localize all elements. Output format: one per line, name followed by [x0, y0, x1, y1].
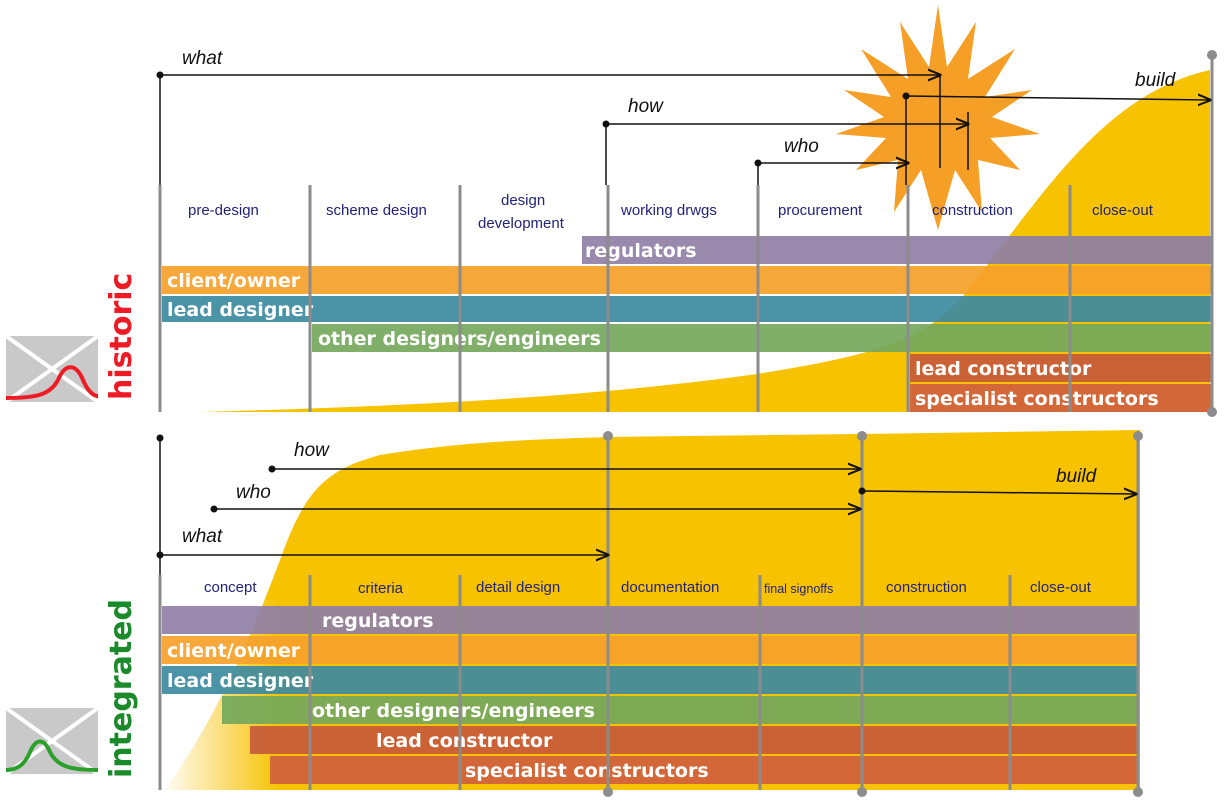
historic-phase-procurement: procurement: [778, 202, 863, 219]
integrated-who-dot: [210, 505, 218, 513]
historic-end-marker-bottom: [1207, 407, 1217, 417]
integrated-label-lead-constructor: lead constructor: [376, 730, 553, 752]
integrated-phase-detail-design: detail design: [476, 579, 560, 596]
historic-label-specialist-constructors: specialist constructors: [915, 388, 1159, 410]
historic-what-dot: [156, 71, 164, 79]
integrated-question-how: how: [294, 440, 330, 461]
historic-label-regulators: regulators: [585, 240, 697, 262]
historic-phase-dividers: [158, 55, 1214, 412]
integrated-label-regulators: regulators: [322, 610, 434, 632]
integrated-build-dot: [858, 487, 866, 495]
integrated-phase-construction: construction: [886, 579, 967, 596]
integrated-question-build: build: [1056, 466, 1098, 487]
historic-phase-pre-design: pre-design: [188, 202, 259, 219]
integrated-bar-regulators: [162, 606, 1138, 634]
integrated-phase-criteria: criteria: [358, 580, 404, 597]
historic-phase-working-drwgs: working drwgs: [620, 202, 717, 219]
historic-phase-close-out: close-out: [1092, 202, 1154, 219]
integrated-end-markers: [603, 431, 1143, 797]
integrated-question-who: who: [236, 482, 271, 503]
starburst-icon: [836, 5, 1040, 230]
integrated-what-dot: [156, 551, 164, 559]
integrated-phase-close-out: close-out: [1030, 579, 1092, 596]
historic-question-how: how: [628, 96, 664, 117]
integrated-question-what: what: [182, 526, 223, 547]
integrated-curve-icon: [4, 706, 100, 776]
historic-bar-lead-designer: [162, 296, 1212, 322]
integrated-how-dot: [268, 465, 276, 473]
historic-phase-development: development: [478, 215, 565, 232]
historic-build-dot: [902, 92, 910, 100]
historic-question-build: build: [1135, 70, 1177, 91]
integrated-bar-lead-designer: [162, 666, 1138, 694]
integrated-start-dot: [156, 434, 164, 442]
historic-bar-specialist-constructors: [910, 384, 1212, 412]
historic-question-arrows: [159, 75, 1210, 185]
historic-who-dot: [754, 159, 762, 167]
historic-how-dot: [602, 120, 610, 128]
integrated-label-lead-designer: lead designer: [167, 670, 314, 692]
integrated-bar-specialist-constructors: [270, 756, 1138, 784]
historic-phase-scheme-design: scheme design: [326, 202, 427, 219]
historic-curve-icon: [4, 334, 100, 404]
integrated-bar-client-owner: [162, 636, 1138, 664]
integrated-phase-dividers: [158, 436, 1140, 790]
historic-bar-lead-constructor: [910, 354, 1212, 382]
integrated-bar-lead-constructor: [250, 726, 1138, 754]
integrated-side-label: integrated: [104, 599, 139, 778]
historic-phase-construction: construction: [932, 202, 1013, 219]
integrated-phase-documentation: documentation: [621, 579, 719, 596]
historic-question-who: who: [784, 136, 819, 157]
historic-bar-regulators: [582, 236, 1212, 264]
integrated-label-specialist-constructors: specialist constructors: [465, 760, 709, 782]
integrated-phase-concept: concept: [204, 579, 257, 596]
historic-phase-design: design: [501, 192, 545, 209]
integrated-section: regulators client/owner lead designer ot…: [4, 430, 1143, 797]
historic-question-what: what: [182, 48, 223, 69]
historic-label-lead-designer: lead designer: [167, 299, 314, 321]
integrated-label-client-owner: client/owner: [167, 640, 301, 662]
historic-bar-client-owner: [162, 266, 1212, 294]
historic-section: regulators client/owner lead designer ot…: [4, 5, 1217, 417]
historic-label-client-owner: client/owner: [167, 270, 301, 292]
historic-end-marker-top: [1207, 50, 1217, 60]
integrated-label-other-designers: other designers/engineers: [312, 700, 595, 722]
historic-bar-other-designers: [312, 324, 1212, 352]
integrated-phase-final-signoffs: final signoffs: [764, 582, 833, 596]
historic-side-label: historic: [104, 273, 139, 400]
integrated-bar-other-designers: [222, 696, 1138, 724]
historic-label-lead-constructor: lead constructor: [915, 358, 1092, 380]
